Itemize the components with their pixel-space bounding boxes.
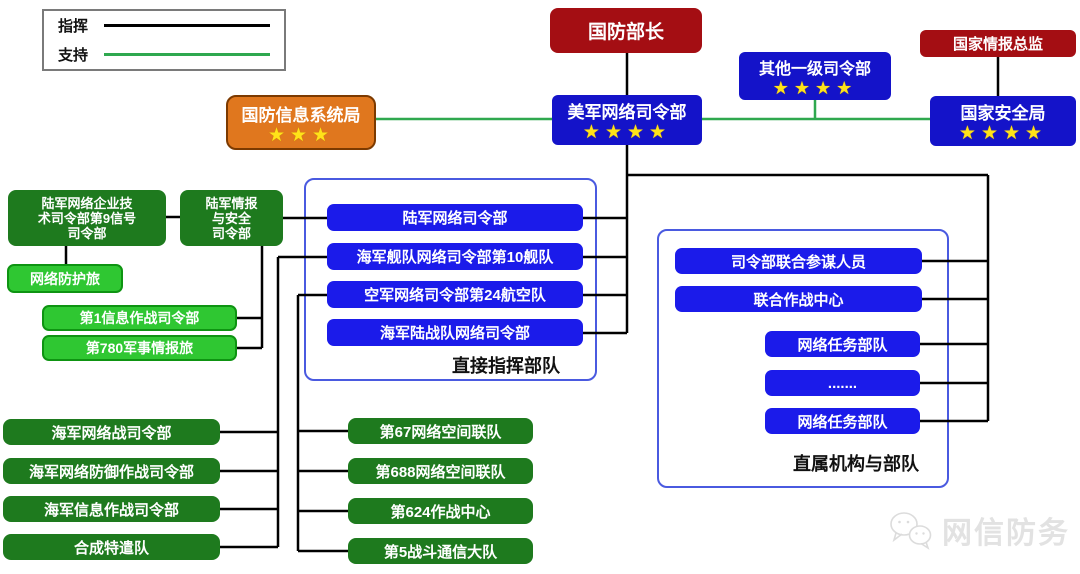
node-nsa: 国家安全局 ★★★★ (930, 96, 1076, 146)
node-label: 网络任务部队 (797, 336, 888, 354)
node-marine-cyber-command: 海军陆战队网络司令部 (327, 319, 583, 346)
node-cyber-protection-brigade: 网络防护旅 (7, 264, 123, 293)
legend-command-label: 指挥 (58, 18, 89, 35)
node-label: 第5战斗通信大队 (383, 543, 498, 561)
node-label: 海军网络防御作战司令部 (28, 463, 194, 481)
node-us-cyber-command: 美军网络司令部 ★★★★ (552, 95, 702, 145)
node-label: 陆军网络企业技 术司令部第9信号 司令部 (37, 195, 137, 241)
node-67th-cyberspace-wing: 第67网络空间联队 (348, 418, 533, 444)
node-5th-combat-communications-group: 第5战斗通信大队 (348, 538, 533, 564)
node-label: 海军舰队网络司令部第10舰队 (356, 249, 554, 266)
node-label: 国家情报总监 (952, 36, 1043, 53)
command-line-sample (104, 24, 270, 27)
legend-support-row: 支持 (58, 44, 270, 65)
node-label: 司令部联合参谋人员 (730, 253, 866, 271)
node-label: 海军网络战司令部 (51, 424, 172, 442)
node-army-intel-security-command: 陆军情报 与安全 司令部 (180, 190, 283, 246)
node-joint-operations-center: 联合作战中心 (675, 286, 922, 312)
node-dni: 国家情报总监 (920, 30, 1076, 57)
subordinate-group-caption: 直属机构与部队 (793, 454, 919, 474)
node-label: 联合作战中心 (753, 291, 844, 309)
node-label: 第67网络空间联队 (379, 423, 502, 441)
node-label: 海军信息作战司令部 (43, 501, 179, 519)
wechat-icon (890, 512, 932, 550)
legend: 指挥 支持 (42, 9, 286, 71)
node-hq-joint-staff: 司令部联合参谋人员 (675, 248, 922, 274)
four-stars-icon: ★★★★ (958, 123, 1048, 144)
direct-command-group-caption: 直接指挥部队 (452, 356, 560, 376)
node-label: 国家安全局 (960, 104, 1046, 123)
three-stars-icon: ★★★ (267, 124, 335, 146)
node-label: 国防部长 (587, 22, 664, 43)
node-cyber-mission-force-1: 网络任务部队 (765, 331, 920, 357)
node-1st-io-command: 第1信息作战司令部 (42, 305, 237, 331)
node-navy-cyber-warfare-command: 海军网络战司令部 (3, 419, 220, 445)
node-cyber-mission-force-2: 网络任务部队 (765, 408, 920, 434)
node-688th-cyberspace-wing: 第688网络空间联队 (348, 458, 533, 484)
node-780th-mi-brigade: 第780军事情报旅 (42, 335, 237, 361)
node-af-cyber-command-24th-air-force: 空军网络司令部第24航空队 (327, 281, 583, 308)
node-label: ....... (827, 374, 858, 392)
node-label: 第1信息作战司令部 (79, 310, 200, 326)
node-label: 合成特遣队 (73, 539, 149, 557)
node-label: 网络防护旅 (30, 270, 100, 287)
node-label: 空军网络司令部第24航空队 (364, 287, 546, 304)
node-other-unified-commands: 其他一级司令部 ★★★★ (739, 52, 891, 100)
four-stars-icon: ★★★★ (582, 122, 672, 143)
node-label: 其他一级司令部 (758, 60, 871, 78)
node-navy-cyber-defense-operations-command: 海军网络防御作战司令部 (3, 458, 220, 484)
node-secretary-of-defense: 国防部长 (550, 8, 702, 53)
node-label: 第688网络空间联队 (375, 463, 506, 481)
node-label: 陆军情报 与安全 司令部 (205, 195, 258, 241)
node-label: 国防信息系统局 (241, 105, 361, 125)
support-line-sample (104, 53, 270, 56)
node-fleet-cyber-command-10th-fleet: 海军舰队网络司令部第10舰队 (327, 243, 583, 270)
node-624th-operations-center: 第624作战中心 (348, 498, 533, 524)
node-label: 陆军网络司令部 (402, 210, 508, 227)
node-navy-information-operations-command: 海军信息作战司令部 (3, 496, 220, 522)
node-army-cyber-command: 陆军网络司令部 (327, 204, 583, 231)
node-combined-task-force: 合成特遣队 (3, 534, 220, 560)
node-label: 网络任务部队 (797, 413, 888, 431)
four-stars-icon: ★★★★ (772, 77, 858, 98)
node-label: 第624作战中心 (390, 503, 491, 521)
node-disa: 国防信息系统局 ★★★ (226, 95, 376, 150)
watermark-text: 网信防务 (942, 517, 1070, 550)
node-ellipsis: ....... (765, 370, 920, 396)
node-label: 海军陆战队网络司令部 (379, 325, 530, 342)
node-label: 美军网络司令部 (567, 103, 687, 122)
legend-command-row: 指挥 (58, 15, 270, 36)
legend-support-label: 支持 (58, 47, 89, 64)
watermark: 网信防务 (888, 508, 1070, 552)
node-label: 第780军事情报旅 (85, 340, 194, 356)
node-army-netcom-9th-signal: 陆军网络企业技 术司令部第9信号 司令部 (8, 190, 166, 246)
